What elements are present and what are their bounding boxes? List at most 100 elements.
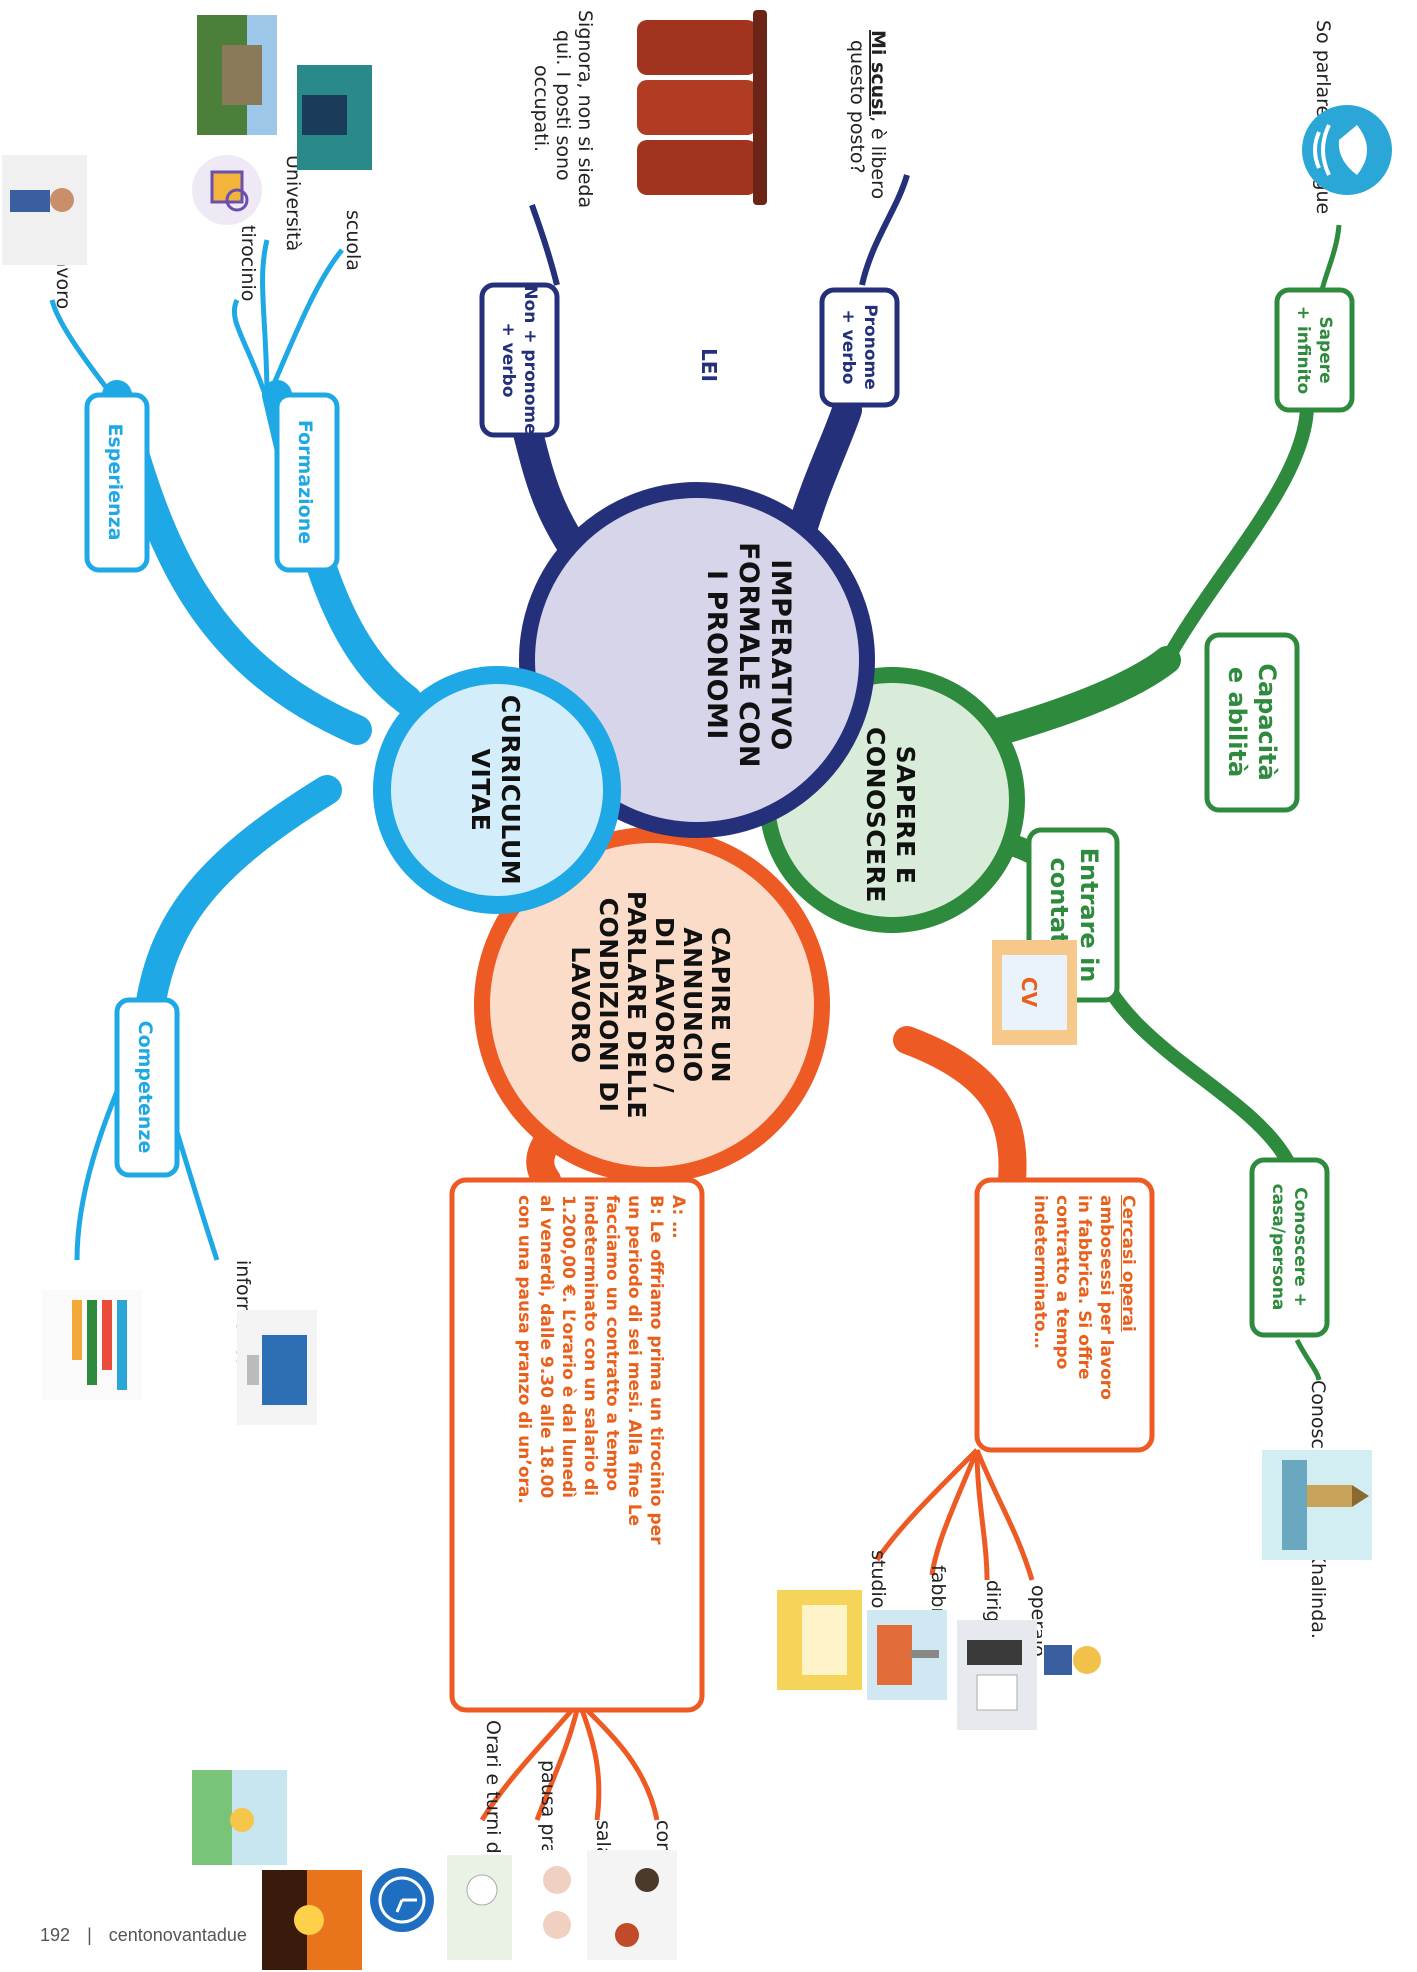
capire-line-3: DI LAVORO /	[650, 917, 679, 1094]
computer-icon	[237, 1310, 317, 1425]
line-formazione-scuola	[264, 248, 344, 401]
formazione-box: Formazione	[274, 392, 340, 573]
mi-scusi-rest: , è libero	[867, 116, 889, 199]
line-sapere-example	[1319, 224, 1342, 291]
contratto-photo-icon	[587, 1850, 677, 1960]
signora-line-3: occupati.	[530, 65, 552, 152]
imperativo-line-1: IMPERATIVO	[765, 559, 796, 751]
svg-text:Mi scusi, è libero: Mi scusi, è libero	[867, 30, 889, 199]
line-pronome-example	[859, 174, 910, 286]
example-signora: Signora, non si sieda qui. I posti sono …	[530, 10, 596, 208]
capire-line-6: LAVORO	[566, 946, 595, 1063]
conoscere-box: Conoscere + casa/persona	[1249, 1157, 1330, 1338]
branch-imperativo-right	[787, 395, 862, 545]
capire-line-4: PARLARE DELLE	[622, 891, 651, 1119]
dialogo-line-1: A: …	[668, 1195, 688, 1239]
annuncio-text: Cercasi operai ambosessi per lavoro in f…	[1029, 1195, 1139, 1440]
clock-icon	[370, 1868, 434, 1932]
dialogo-line-7: al venerdì, dalle 9.30 alle 18.00	[536, 1195, 556, 1499]
branch-entrare-conoscere	[1088, 953, 1294, 1167]
annuncio-line-1: Cercasi operai	[1118, 1195, 1138, 1332]
competenze-box: Competenze	[114, 997, 180, 1178]
competenze-label: Competenze	[134, 1021, 156, 1154]
dialogo-line-6: 1.200,00 €. L’orario è dal lunedì	[558, 1195, 578, 1499]
non-pronome-verbo-box: Non + pronome + verbo	[479, 282, 560, 438]
annuncio-line-3: in fabbrica. Si offre	[1074, 1195, 1094, 1380]
universita-label: Università	[282, 155, 304, 251]
conoscere-line-2: casa/persona	[1268, 1184, 1288, 1311]
signora-line-1: Signora, non si sieda	[574, 10, 596, 208]
center-capire-node: CAPIRE UN ANNUNCIO DI LAVORO / PARLARE D…	[474, 827, 830, 1183]
example-mi-scusi: Mi scusi, è libero questo posto?	[846, 30, 889, 199]
sapere-line-2: CONOSCERE	[861, 727, 890, 903]
studio-icon	[777, 1590, 862, 1690]
page-word: centonovantadue	[108, 1925, 247, 1945]
dialogo-line-4: facciamo un contratto a tempo	[602, 1195, 622, 1492]
studio-label: studio	[867, 1550, 889, 1608]
line-annuncio-operaio	[974, 1449, 1035, 1581]
branch-capacita-sapere	[1160, 398, 1314, 667]
formazione-label: Formazione	[294, 420, 316, 544]
entrare-line-1: Entrare in	[1075, 848, 1103, 983]
capire-line-1: CAPIRE UN	[706, 927, 735, 1083]
capacita-line-2: e abilità	[1223, 667, 1251, 777]
line-dialogo-pausa	[534, 1709, 580, 1821]
capacita-box: Capacità e abilità	[1204, 632, 1300, 813]
line-formazione-tirocinio	[231, 298, 270, 401]
sapere-infinito-line-1: Sapere	[1315, 316, 1335, 383]
university-photo-icon	[197, 15, 277, 135]
scuola-label: scuola	[342, 210, 364, 271]
dialogo-line-3: un periodo di sei mesi. Alla fine Le	[624, 1195, 644, 1527]
curriculum-line-1: CURRICULUM	[496, 695, 525, 885]
footer-separator: |	[87, 1925, 92, 1945]
branch-competenze	[132, 775, 342, 1045]
page-number: 192	[40, 1925, 71, 1945]
esperienza-label: Esperienza	[104, 424, 126, 541]
annuncio-line-2: ambosessi per lavoro	[1096, 1195, 1116, 1400]
branch-annuncio	[893, 1026, 1027, 1194]
landscape-sun-icon	[192, 1770, 287, 1865]
mi-scusi-bold: Mi scusi	[867, 30, 889, 116]
non-pronome-verbo-line-2: + verbo	[498, 322, 518, 397]
center-curriculum-node: CURRICULUM VITAE	[373, 666, 621, 914]
line-dialogo-orari	[479, 1708, 574, 1822]
line-formazione-universita	[260, 239, 270, 401]
capire-line-2: ANNUNCIO	[678, 927, 707, 1082]
imperativo-line-2: FORMALE CON	[733, 542, 764, 768]
line-dialogo-contratto	[585, 1708, 660, 1821]
esperienza-box: Esperienza	[84, 392, 150, 573]
tirocinio-label: tirocinio	[237, 225, 259, 301]
annuncio-line-5: indeterminato…	[1030, 1195, 1050, 1349]
pronome-verbo-box: Pronome + verbo	[819, 287, 900, 408]
line-dialogo-salario	[579, 1709, 602, 1821]
line-esperienza-lavoro	[49, 299, 114, 397]
mi-scusi-line-2: questo posto?	[846, 40, 868, 174]
annuncio-box	[974, 1177, 1155, 1453]
dialogo-line-5: indeterminato con un salario di	[580, 1195, 600, 1497]
sunset-icon	[262, 1870, 362, 1970]
sapere-infinito-box: Sapere + infinito	[1274, 287, 1355, 413]
internship-gear-icon	[192, 155, 262, 225]
line-annuncio-studio	[874, 1448, 979, 1562]
line-annuncio-fabbrica	[929, 1449, 980, 1576]
line-non-pronome-example	[529, 204, 560, 286]
curriculum-line-2: VITAE	[466, 749, 495, 832]
capire-line-5: CONDIZIONI DI	[594, 898, 623, 1113]
dialogo-box	[449, 1177, 705, 1713]
london-icon	[1262, 1450, 1372, 1560]
cv-document-icon: CV	[992, 940, 1077, 1045]
dialogo-line-2: B: Le offriamo prima un tirocinio per	[646, 1195, 666, 1545]
page-footer: 192 | centonovantadue	[40, 1925, 247, 1946]
speech-icon	[1302, 105, 1392, 195]
fabbrica-icon	[867, 1610, 947, 1700]
imperativo-line-3: I PRONOMI	[701, 570, 732, 740]
dirigente-photo-icon	[957, 1620, 1037, 1730]
line-conoscere-example	[1294, 1338, 1322, 1381]
non-pronome-verbo-line-1: Non + pronome	[520, 285, 540, 434]
annuncio-line-4: contratto a tempo	[1052, 1195, 1072, 1370]
cv-icon-text: CV	[1017, 977, 1041, 1008]
pronome-verbo-line-2: + verbo	[838, 309, 858, 384]
